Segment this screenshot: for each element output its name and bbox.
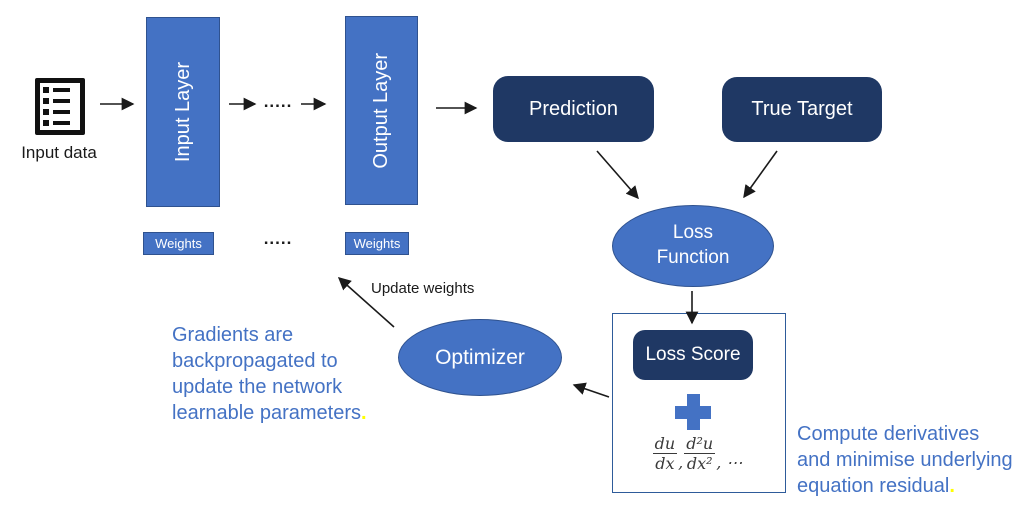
arrow-residualbox-to-optimizer bbox=[572, 382, 610, 398]
input-layer-label: Input Layer bbox=[171, 61, 194, 163]
first-derivative-fraction: du dx bbox=[652, 434, 678, 474]
hidden-layers-dots: ..... bbox=[263, 92, 293, 111]
true-target-label: True Target bbox=[751, 98, 853, 120]
input-data-icon bbox=[35, 78, 85, 135]
prediction-label: Prediction bbox=[529, 97, 618, 120]
input-layer-box: Input Layer bbox=[146, 17, 220, 207]
loss-function-label-line2: Function bbox=[656, 247, 730, 268]
weights-left-chip: Weights bbox=[143, 232, 214, 255]
doc-row bbox=[43, 98, 77, 104]
plus-icon bbox=[675, 394, 711, 430]
gradients-note-period: . bbox=[361, 402, 367, 424]
prediction-node: Prediction bbox=[493, 76, 654, 142]
loss-score-label: Loss Score bbox=[645, 344, 741, 365]
gradients-note-line: learnable parameters. bbox=[172, 402, 367, 424]
compute-note-line: Compute derivatives bbox=[797, 423, 980, 445]
second-derivative-fraction: d²u dx² bbox=[684, 434, 716, 474]
compute-note-line: and minimise underlying bbox=[797, 449, 1013, 471]
gradients-note-line: Gradients are bbox=[172, 324, 294, 346]
gradients-note: Gradients are backpropagated to update t… bbox=[172, 322, 367, 426]
output-layer-box: Output Layer bbox=[345, 16, 418, 205]
loss-function-ellipse: Loss Function bbox=[612, 205, 774, 287]
doc-row bbox=[43, 109, 77, 115]
formula-comma: , bbox=[678, 453, 684, 473]
derivatives-formula: du dx , d²u dx² , ⋯ bbox=[620, 434, 776, 473]
arrow-prediction-to-lossfunction bbox=[596, 150, 639, 200]
compute-note-line: equation residual. bbox=[797, 475, 955, 497]
true-target-node: True Target bbox=[722, 77, 882, 142]
weights-dots: ..... bbox=[263, 229, 293, 248]
formula-ellipsis: , ⋯ bbox=[716, 453, 743, 473]
output-layer-label: Output Layer bbox=[370, 52, 392, 169]
arrow-truetarget-to-lossfunction bbox=[743, 150, 778, 199]
input-data-label: Input data bbox=[21, 143, 97, 162]
doc-row bbox=[43, 87, 77, 93]
optimizer-ellipse: Optimizer bbox=[398, 319, 562, 396]
compute-note-period: . bbox=[949, 475, 955, 497]
gradients-note-line: update the network bbox=[172, 376, 343, 398]
loss-score-node: Loss Score bbox=[633, 330, 753, 380]
loss-function-label-line1: Loss bbox=[672, 222, 714, 244]
gradients-note-line: backpropagated to bbox=[172, 350, 338, 372]
compute-note: Compute derivatives and minimise underly… bbox=[797, 421, 1013, 499]
update-weights-label: Update weights bbox=[371, 280, 475, 297]
doc-row bbox=[43, 120, 77, 126]
weights-right-chip: Weights bbox=[345, 232, 409, 255]
optimizer-label: Optimizer bbox=[435, 345, 525, 369]
